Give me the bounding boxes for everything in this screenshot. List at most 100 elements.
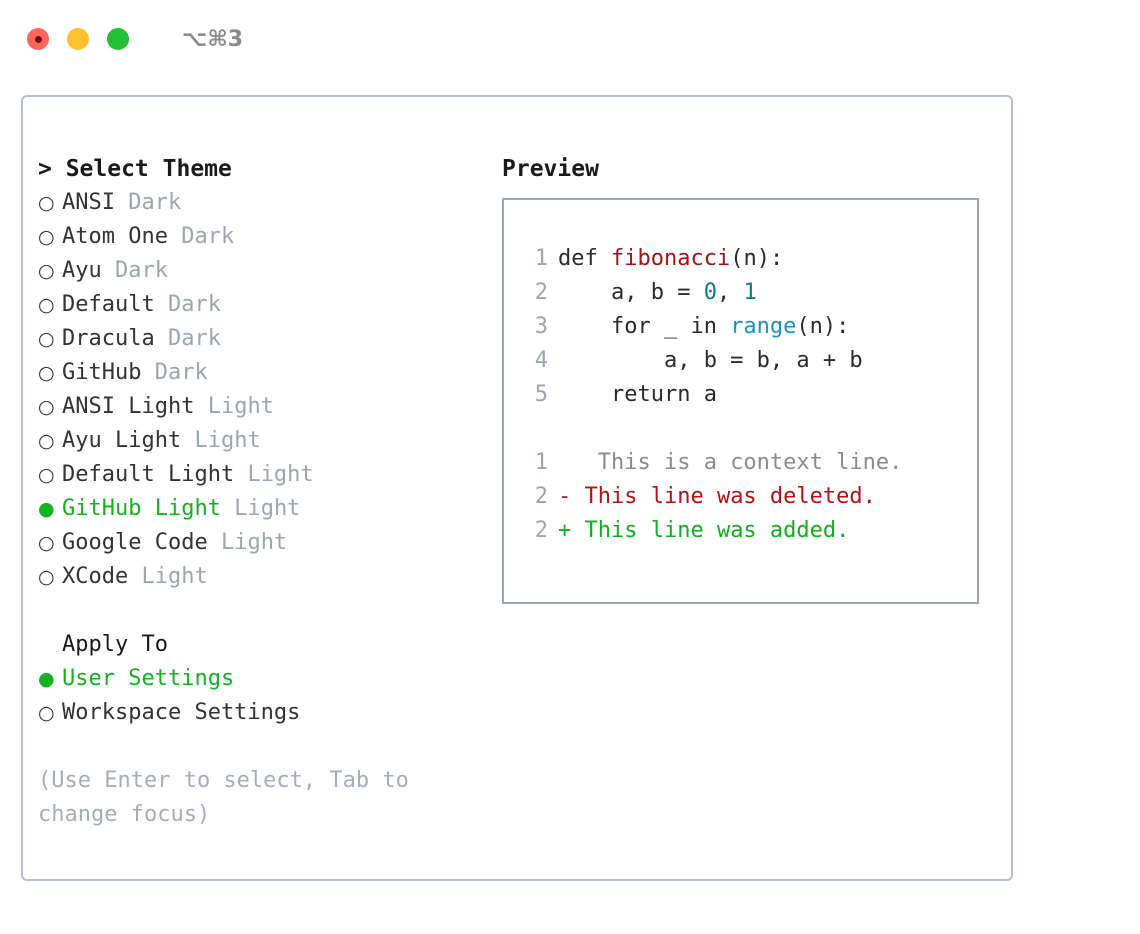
theme-list[interactable]: ○ANSI Dark○Atom One Dark○Ayu Dark○Defaul… — [38, 186, 488, 594]
maximize-light[interactable] — [107, 28, 129, 50]
code-token-plain: (n): — [796, 314, 850, 339]
keyboard-hint-text: (Use Enter to select, Tab to change focu… — [38, 768, 423, 827]
space — [155, 322, 168, 356]
theme-list-item[interactable]: ○Atom One Dark — [38, 220, 488, 254]
code-line-content: a, b = b, a + b — [558, 344, 863, 378]
theme-variant-tag: Dark — [115, 258, 168, 283]
radio-unselected-icon[interactable]: ○ — [38, 396, 55, 418]
minimize-light[interactable] — [67, 28, 89, 50]
radio-unselected-icon[interactable]: ○ — [38, 328, 55, 350]
space — [168, 220, 181, 254]
code-token-plain: (n): — [730, 246, 784, 271]
spacer — [38, 594, 488, 628]
radio-unselected-icon[interactable]: ○ — [38, 294, 55, 316]
code-token-num: 1 — [743, 280, 757, 305]
theme-picker-card: > Select Theme ○ANSI Dark○Atom One Dark○… — [21, 95, 1013, 881]
code-token-num: 0 — [703, 280, 717, 305]
line-number: 4 — [534, 348, 548, 373]
window-controls — [27, 28, 129, 50]
line-number: 1 — [534, 450, 548, 475]
line-number: 3 — [534, 314, 548, 339]
theme-list-item[interactable]: ○ANSI Dark — [38, 186, 488, 220]
theme-list-item[interactable]: ○ANSI Light Light — [38, 390, 488, 424]
apply-to-label: Workspace Settings — [62, 700, 301, 725]
theme-variant-tag: Dark — [154, 360, 208, 385]
theme-name: GitHub Light — [62, 496, 221, 521]
theme-name: Dracula — [62, 326, 155, 351]
code-line-content: a, b = 0, 1 — [558, 276, 757, 310]
apply-to-option[interactable]: ○ Workspace Settings — [38, 696, 488, 730]
apply-to-label: User Settings — [62, 666, 235, 691]
keyboard-shortcut-indicator: ⌥⌘3 — [182, 26, 244, 52]
radio-unselected-icon[interactable]: ○ — [38, 260, 55, 282]
radio-unselected-icon[interactable]: ○ — [38, 464, 55, 486]
radio-unselected-icon[interactable]: ○ — [38, 430, 55, 452]
code-token-plain: a, b = — [558, 280, 704, 305]
radio-unselected-icon[interactable]: ○ — [38, 532, 55, 554]
select-theme-heading: > Select Theme — [38, 156, 232, 182]
theme-list-item[interactable]: ○ Ayu Dark — [38, 254, 488, 288]
preview-separator — [516, 412, 971, 446]
diff-sign: - — [558, 484, 572, 509]
radio-unselected-icon[interactable]: ○ — [38, 192, 55, 214]
apply-to-list[interactable]: ● User Settings ○ Workspace Settings — [38, 662, 488, 730]
theme-selection-pane: > Select Theme ○ANSI Dark○Atom One Dark○… — [38, 152, 488, 832]
theme-list-item[interactable]: ○ Dracula Dark — [38, 322, 488, 356]
line-number: 2 — [534, 484, 548, 509]
code-line: 5 return a — [516, 378, 971, 412]
spacer — [38, 730, 488, 764]
theme-name: GitHub — [62, 360, 142, 385]
code-line: 4 a, b = b, a + b — [516, 344, 971, 378]
radio-unselected-icon[interactable]: ○ — [38, 702, 55, 724]
code-line-content: def fibonacci(n): — [558, 242, 783, 276]
theme-name: XCode — [62, 564, 129, 589]
theme-name: Default — [62, 292, 155, 317]
theme-list-item[interactable]: ○Default Light Light — [38, 458, 488, 492]
diff-sign — [558, 446, 571, 480]
space — [208, 526, 221, 560]
code-line-content: for _ in range(n): — [558, 310, 849, 344]
diff-line: 2+ This line was added. — [516, 514, 971, 548]
apply-to-option[interactable]: ● User Settings — [38, 662, 488, 696]
theme-variant-tag: Dark — [167, 326, 221, 351]
theme-list-item[interactable]: ● GitHub Light Light — [38, 492, 488, 526]
radio-unselected-icon[interactable]: ○ — [38, 362, 55, 384]
diff-text: This is a context line. — [571, 450, 903, 475]
space — [155, 288, 168, 322]
title-bar: ⌥⌘3 — [0, 0, 1140, 78]
code-token-plain: a, b = b, a + b — [558, 348, 863, 373]
theme-name: Ayu Light — [62, 428, 182, 453]
diff-text: This line was deleted. — [571, 484, 876, 509]
theme-name: Ayu — [62, 258, 102, 283]
theme-list-item[interactable]: ○Default Dark — [38, 288, 488, 322]
radio-selected-icon[interactable]: ● — [38, 498, 55, 520]
theme-list-item[interactable]: ○ GitHub Dark — [38, 356, 488, 390]
space — [194, 390, 207, 424]
theme-list-item[interactable]: ○Google Code Light — [38, 526, 488, 560]
code-token-fn: fibonacci — [610, 246, 731, 271]
theme-variant-tag: Light — [194, 428, 261, 453]
line-number: 5 — [534, 382, 548, 407]
close-recording-light[interactable] — [27, 28, 49, 50]
code-token-call: range — [730, 314, 797, 339]
theme-variant-tag: Light — [234, 496, 301, 521]
theme-name: ANSI — [62, 190, 115, 215]
theme-name: Atom One — [62, 224, 168, 249]
apply-to-heading: Apply To — [62, 632, 168, 657]
code-token-plain: , — [716, 280, 744, 305]
diff-sign: + — [558, 518, 572, 543]
theme-list-item[interactable]: ○ Ayu Light Light — [38, 424, 488, 458]
theme-list-item[interactable]: ○XCode Light — [38, 560, 488, 594]
code-token-plain: return a — [558, 382, 717, 407]
radio-unselected-icon[interactable]: ○ — [38, 566, 55, 588]
code-token-plain: def — [558, 246, 611, 271]
radio-selected-icon[interactable]: ● — [38, 668, 55, 690]
theme-name: Google Code — [62, 530, 208, 555]
space — [234, 458, 247, 492]
code-token-plain: for _ in — [558, 314, 731, 339]
radio-unselected-icon[interactable]: ○ — [38, 226, 55, 248]
